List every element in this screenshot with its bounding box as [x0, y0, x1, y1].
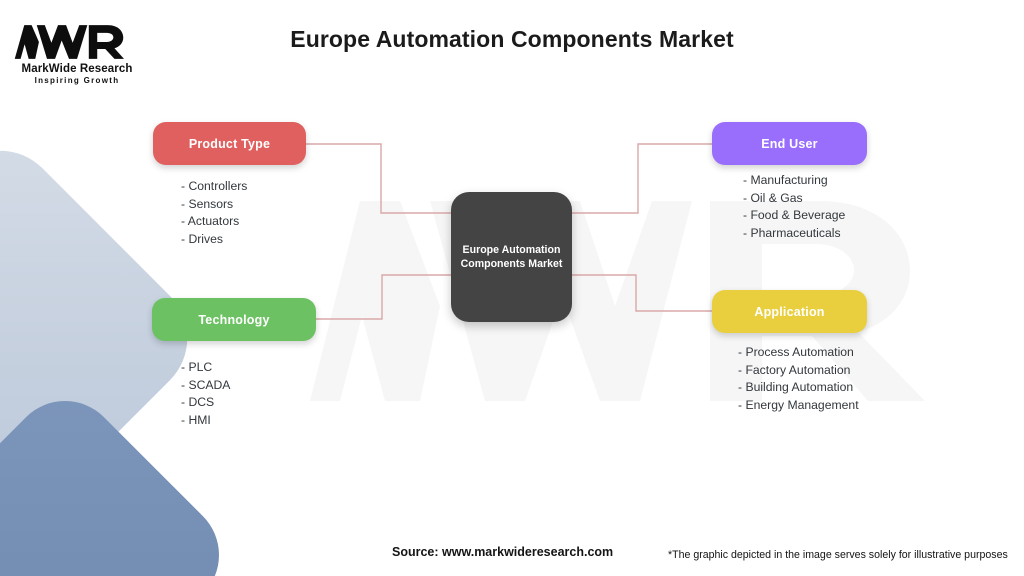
connector-end-user	[571, 143, 712, 214]
branch-label-end-user: End User	[761, 136, 818, 151]
list-item: - HMI	[181, 412, 211, 427]
center-node-line1: Europe Automation	[462, 244, 561, 256]
branch-pill-end-user[interactable]: End User	[712, 122, 867, 165]
list-item: - Controllers	[181, 179, 248, 193]
list-item: - Drives	[181, 231, 223, 246]
logo-company-name: MarkWide Research	[21, 63, 133, 75]
connector-technology	[316, 274, 452, 320]
branch-items-application: - Process Automation - Factory Automatio…	[738, 344, 859, 414]
disclaimer-label: *The graphic depicted in the image serve…	[668, 549, 1008, 561]
branch-label-product-type: Product Type	[188, 136, 271, 151]
page-title: Europe Automation Components Market	[290, 26, 734, 52]
branch-label-technology: Technology	[198, 312, 270, 327]
branch-pill-product-type[interactable]: Product Type	[153, 122, 306, 165]
branch-pill-technology[interactable]: Technology	[152, 298, 316, 341]
list-item: - Factory Automation	[738, 362, 851, 377]
list-item: - Process Automation	[738, 345, 854, 359]
list-item: - DCS	[181, 395, 215, 410]
list-item: - SCADA	[181, 377, 231, 392]
list-item: - Building Automation	[738, 380, 854, 395]
logo-tagline: Inspiring Growth	[34, 76, 120, 85]
list-item: - Sensors	[181, 196, 234, 211]
list-item: - Actuators	[181, 214, 240, 229]
list-item: - Oil & Gas	[743, 190, 803, 205]
company-logo: MarkWide Research Inspiring Growth	[14, 22, 140, 85]
branch-items-end-user: - Manufacturing - Oil & Gas - Food & Bev…	[743, 172, 845, 242]
list-item: - Food & Beverage	[743, 208, 846, 223]
branch-label-application: Application	[754, 304, 825, 319]
center-node: Europe Automation Components Market	[451, 192, 572, 322]
source-label: Source: www.markwideresearch.com	[392, 545, 614, 559]
branch-items-product-type: - Controllers - Sensors - Actuators - Dr…	[181, 178, 247, 248]
branch-items-technology: - PLC - SCADA - DCS - HMI	[181, 359, 230, 429]
logo-mark-mwr-icon	[14, 25, 124, 59]
list-item: - PLC	[181, 360, 213, 374]
connector-product-type	[306, 143, 452, 214]
list-item: - Pharmaceuticals	[743, 225, 841, 240]
center-node-line2: Components Market	[460, 258, 563, 270]
connector-application	[571, 274, 712, 312]
branch-pill-application[interactable]: Application	[712, 290, 867, 333]
list-item: - Energy Management	[738, 397, 859, 412]
list-item: - Manufacturing	[743, 173, 828, 187]
